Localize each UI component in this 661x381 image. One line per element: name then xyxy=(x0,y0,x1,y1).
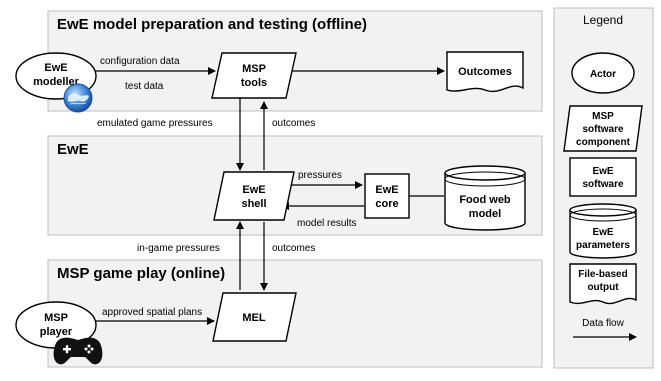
edge-label-approved-spatial-plans: approved spatial plans xyxy=(102,307,202,318)
legend-label-line: component xyxy=(576,137,631,148)
legend-data-flow: Data flow xyxy=(573,318,637,341)
cylinder-ring xyxy=(444,171,526,187)
msp-component-shape xyxy=(211,52,297,99)
section-title-online: MSP game play (online) xyxy=(57,265,225,282)
globe-icon xyxy=(63,83,93,113)
legend-label-line: File-based xyxy=(578,269,627,280)
node-msp-tools: MSP tools xyxy=(211,52,297,99)
node-label-line: EwE xyxy=(44,62,67,74)
section-online xyxy=(47,259,543,368)
legend-cylinder-ring xyxy=(569,208,637,222)
edge-label-outcomes-lower: outcomes xyxy=(272,243,315,254)
document-shape xyxy=(446,51,524,93)
legend-msp-software-component: MSP software component xyxy=(563,105,643,152)
node-outcomes: Outcomes xyxy=(446,51,524,93)
msp-component-shape xyxy=(213,171,295,221)
node-label-line: model xyxy=(469,208,501,220)
legend-label-line: output xyxy=(587,282,619,293)
node-label-line: core xyxy=(375,198,398,210)
node-label-line: modeller xyxy=(33,76,80,88)
msp-component-shape xyxy=(212,292,297,342)
cylinder-top xyxy=(444,165,526,181)
legend-msp-shape xyxy=(563,105,643,152)
legend-data-flow-label: Data flow xyxy=(582,318,624,329)
gamepad-icon xyxy=(53,337,103,365)
node-label-line: EwE xyxy=(242,184,265,196)
node-label-line: MSP xyxy=(44,312,68,324)
edge-label-test-data: test data xyxy=(125,81,164,92)
section-title-offline: EwE model preparation and testing (offli… xyxy=(57,16,367,33)
section-title-ewe: EwE xyxy=(57,141,89,158)
edge-label-model-results: model results xyxy=(297,218,356,229)
legend-cylinder-body xyxy=(569,210,637,259)
node-ewe-core: EwE core xyxy=(364,173,410,219)
legend-ewe-parameters: EwE parameters xyxy=(569,203,637,259)
legend-ewe-software-shape xyxy=(569,157,637,197)
edge-label-outcomes-upper: outcomes xyxy=(272,118,315,129)
node-food-web-model: Food web model xyxy=(444,165,526,231)
legend-file-based-output: File-based output xyxy=(569,263,637,305)
legend-label-line: software xyxy=(582,124,624,135)
edge-label-emulated-game-pressures: emulated game pressures xyxy=(97,118,213,129)
legend-cylinder-top xyxy=(569,203,637,217)
node-label: Outcomes xyxy=(458,66,512,78)
legend-document-shape xyxy=(569,263,637,305)
node-msp-player: MSP player xyxy=(15,301,97,349)
legend-ewe-software: EwE software xyxy=(569,157,637,197)
legend-actor-shape xyxy=(571,52,635,94)
legend-label-line: parameters xyxy=(576,240,630,251)
node-mel: MEL xyxy=(212,292,297,342)
node-label-line: EwE xyxy=(375,184,398,196)
node-ewe-shell: EwE shell xyxy=(213,171,295,221)
node-label-line: player xyxy=(40,326,73,338)
node-label-line: shell xyxy=(241,198,266,210)
legend-label-line: MSP xyxy=(592,111,614,122)
node-label: MEL xyxy=(242,312,266,324)
node-label-line: MSP xyxy=(242,63,266,75)
edge-label-pressures: pressures xyxy=(298,170,342,181)
legend-actor: Actor xyxy=(571,52,635,94)
legend-actor-label: Actor xyxy=(590,69,616,80)
edge-label-in-game-pressures: in-game pressures xyxy=(137,243,220,254)
cylinder-body xyxy=(444,173,526,231)
legend-label-line: EwE xyxy=(592,166,613,177)
legend-label-line: software xyxy=(582,179,624,190)
edge-label-configuration-data: configuration data xyxy=(100,56,180,67)
node-label-line: tools xyxy=(241,77,267,89)
legend-label-line: EwE xyxy=(592,227,613,238)
node-label-line: Food web xyxy=(459,194,511,206)
ewe-software-shape xyxy=(364,173,410,219)
legend-title: Legend xyxy=(583,13,623,27)
